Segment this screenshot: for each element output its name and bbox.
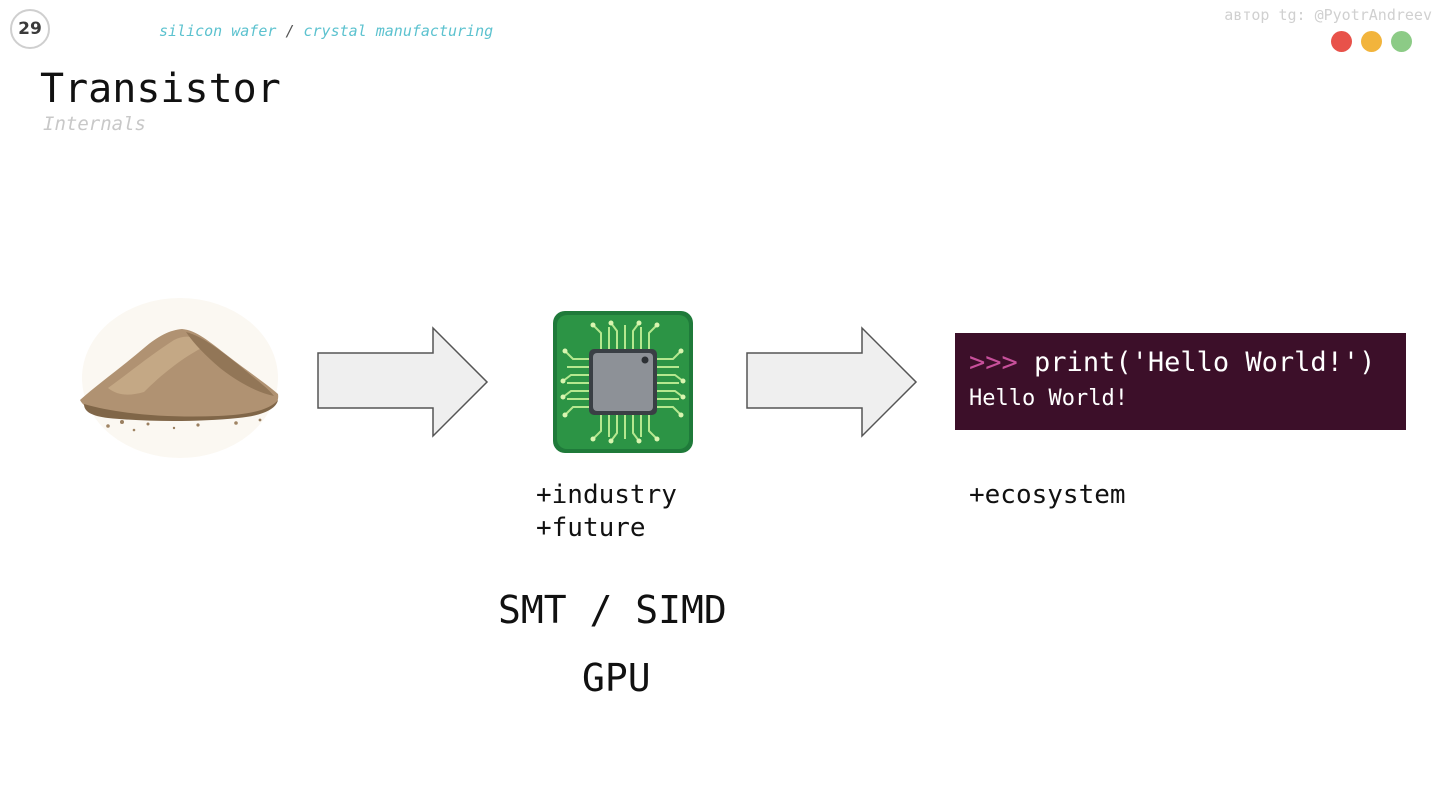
right-arrow-icon xyxy=(746,326,918,438)
sand-pile-icon xyxy=(80,298,279,458)
label-gpu: GPU xyxy=(582,656,651,700)
caption-industry: +industry xyxy=(536,480,677,510)
slide-subtitle: Internals xyxy=(43,113,146,135)
page-number: 29 xyxy=(10,9,50,49)
right-arrow-icon xyxy=(317,326,489,438)
python-terminal: >>> print('Hello World!') Hello World! xyxy=(955,333,1406,430)
terminal-prompt: >>> xyxy=(969,347,1018,378)
caption-future: +future xyxy=(536,513,646,543)
chip-caption: +industry +future xyxy=(536,479,677,545)
caption-ecosystem: +ecosystem xyxy=(969,480,1126,510)
slide-title: Transistor xyxy=(40,66,281,112)
breadcrumb-silicon-wafer[interactable]: silicon wafer xyxy=(159,22,277,40)
green-dot xyxy=(1391,31,1412,52)
red-dot xyxy=(1331,31,1352,52)
microchip-icon xyxy=(553,311,693,453)
terminal-output: Hello World! xyxy=(969,386,1128,411)
author-credit: автор tg: @PyotrAndreev xyxy=(1224,6,1432,24)
window-dots xyxy=(1331,31,1412,52)
terminal-input-line: >>> print('Hello World!') xyxy=(969,347,1392,379)
breadcrumb-crystal-manufacturing[interactable]: crystal manufacturing xyxy=(303,22,494,40)
yellow-dot xyxy=(1361,31,1382,52)
breadcrumb-separator: / xyxy=(285,22,295,40)
breadcrumb: silicon wafer / crystal manufacturing xyxy=(159,22,493,40)
label-smt-simd: SMT / SIMD xyxy=(498,588,727,632)
terminal-command: print('Hello World!') xyxy=(1034,347,1376,378)
